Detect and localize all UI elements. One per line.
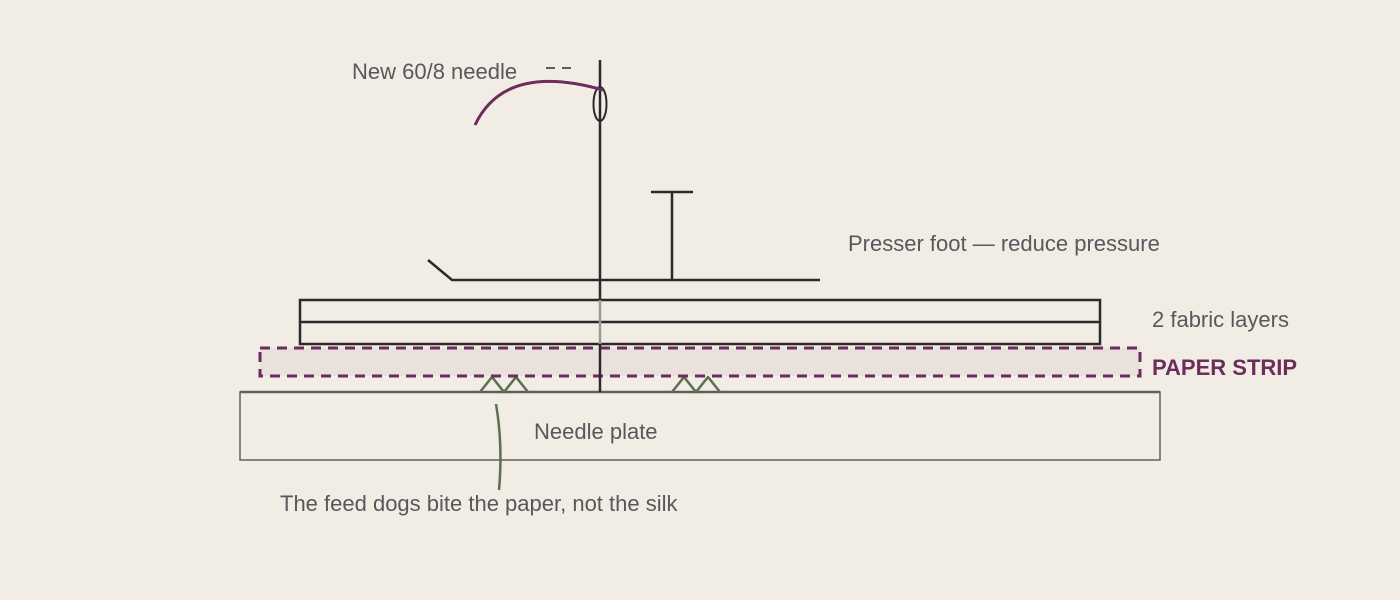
fabric-layers-label: 2 fabric layers	[1152, 307, 1289, 332]
presser-foot	[427, 190, 820, 282]
presser-foot-sole	[427, 259, 820, 282]
needle-eye	[592, 86, 608, 122]
feed-dogs-caption: The feed dogs bite the paper, not the si…	[280, 491, 678, 516]
feed-dogs-left	[479, 374, 529, 395]
needle-plate-label: Needle plate	[534, 419, 658, 444]
needle	[592, 60, 608, 392]
needle-plate	[239, 390, 1161, 461]
thread	[473, 79, 604, 126]
fabric-layers	[298, 298, 1102, 346]
paper-strip	[258, 346, 1142, 378]
paper-strip-label: PAPER STRIP	[1152, 355, 1297, 380]
needle-label: New 60/8 needle	[352, 59, 517, 84]
feed-dogs	[479, 374, 721, 395]
feed-dogs-leader-line	[494, 403, 502, 491]
feed-dogs-right	[671, 374, 721, 395]
presser-foot-label: Presser foot — reduce pressure	[848, 231, 1160, 256]
needle-plate-body	[239, 391, 1161, 461]
